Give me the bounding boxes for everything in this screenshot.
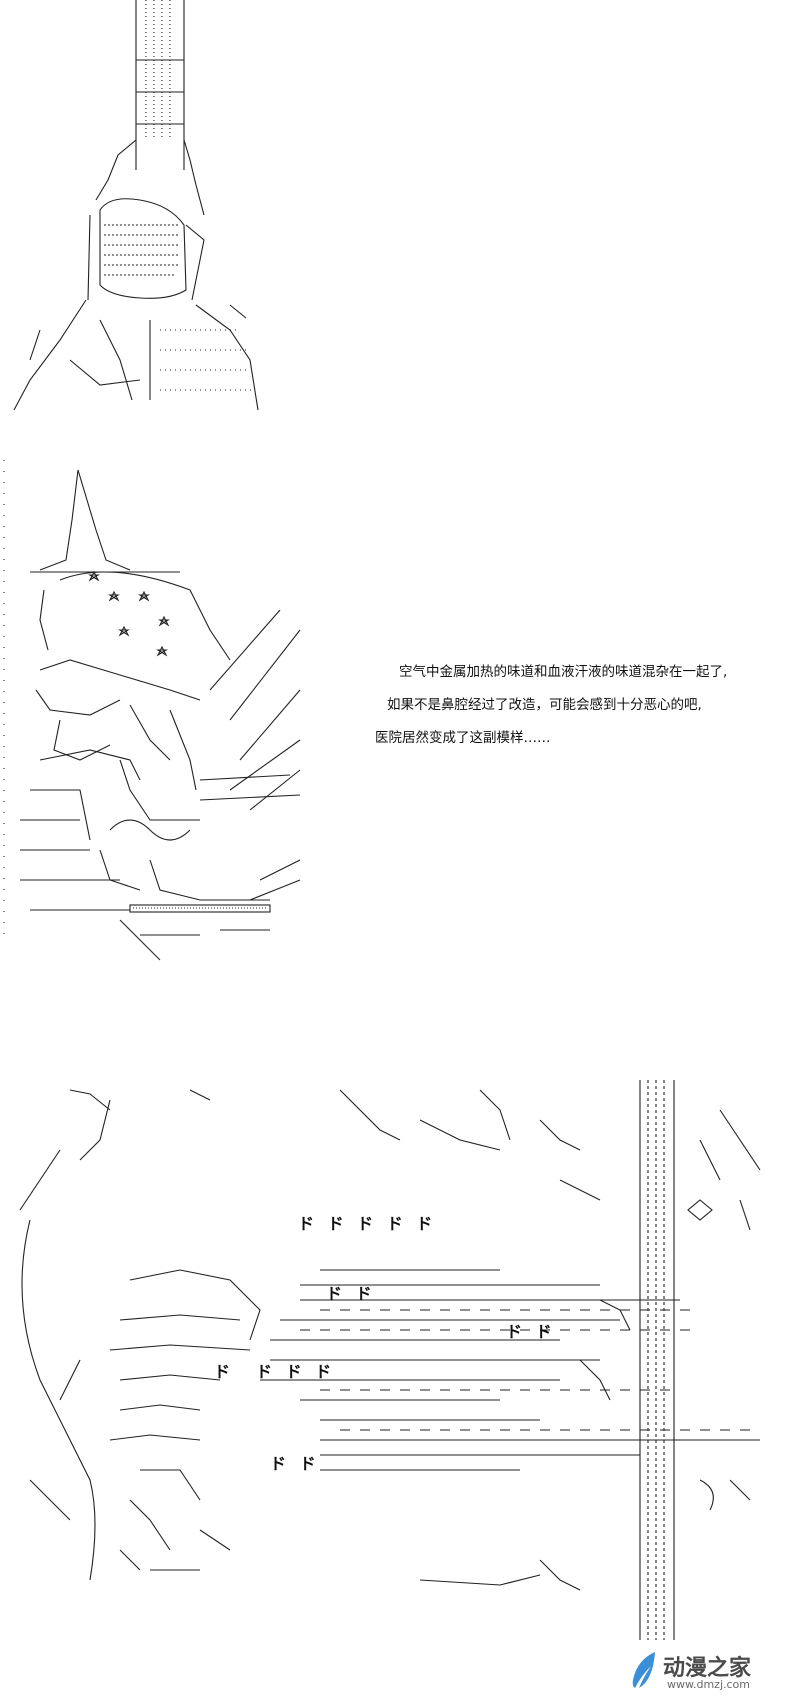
sfx-row-6: ド ド <box>270 1454 320 1473</box>
sfx-row-1: ド ド ド ド ド <box>298 1214 437 1233</box>
wizard-illustration <box>3 460 301 961</box>
caption-line-2: 如果不是鼻腔经过了改造，可能会感到十分恶心的吧, <box>387 697 702 713</box>
narration-caption: 空气中金属加热的味道和血液汗液的味道混杂在一起了, 如果不是鼻腔经过了改造，可能… <box>375 656 795 755</box>
watermark-url: www.dmzj.com <box>667 1678 750 1691</box>
sfx-row-2: ド ド <box>326 1284 376 1303</box>
sfx-row-3: ド ド <box>506 1322 556 1341</box>
watermark-name: 动漫之家 <box>663 1656 752 1681</box>
feather-logo-icon <box>632 1652 655 1688</box>
panel-tower-figure <box>0 0 803 420</box>
panel-wizard: 空气中金属加热的味道和血液汗液的味道混杂在一起了, 如果不是鼻腔经过了改造，可能… <box>0 460 803 1060</box>
site-watermark: 动漫之家 www.dmzj.com <box>623 1648 793 1694</box>
tower-figure-illustration <box>13 0 259 411</box>
battle-scene-illustration <box>19 1080 761 1640</box>
caption-line-1: 空气中金属加热的味道和血液汗液的味道混杂在一起了, <box>399 664 728 680</box>
panel-battle-scene: ド ド ド ド ド ド ド ド ド ド ド ド ド ド ド <box>0 1080 803 1660</box>
sfx-row-5: ド ド ド <box>256 1362 336 1381</box>
caption-line-3: 医院居然变成了这副模样…… <box>375 730 551 746</box>
sfx-row-4: ド <box>214 1362 235 1381</box>
